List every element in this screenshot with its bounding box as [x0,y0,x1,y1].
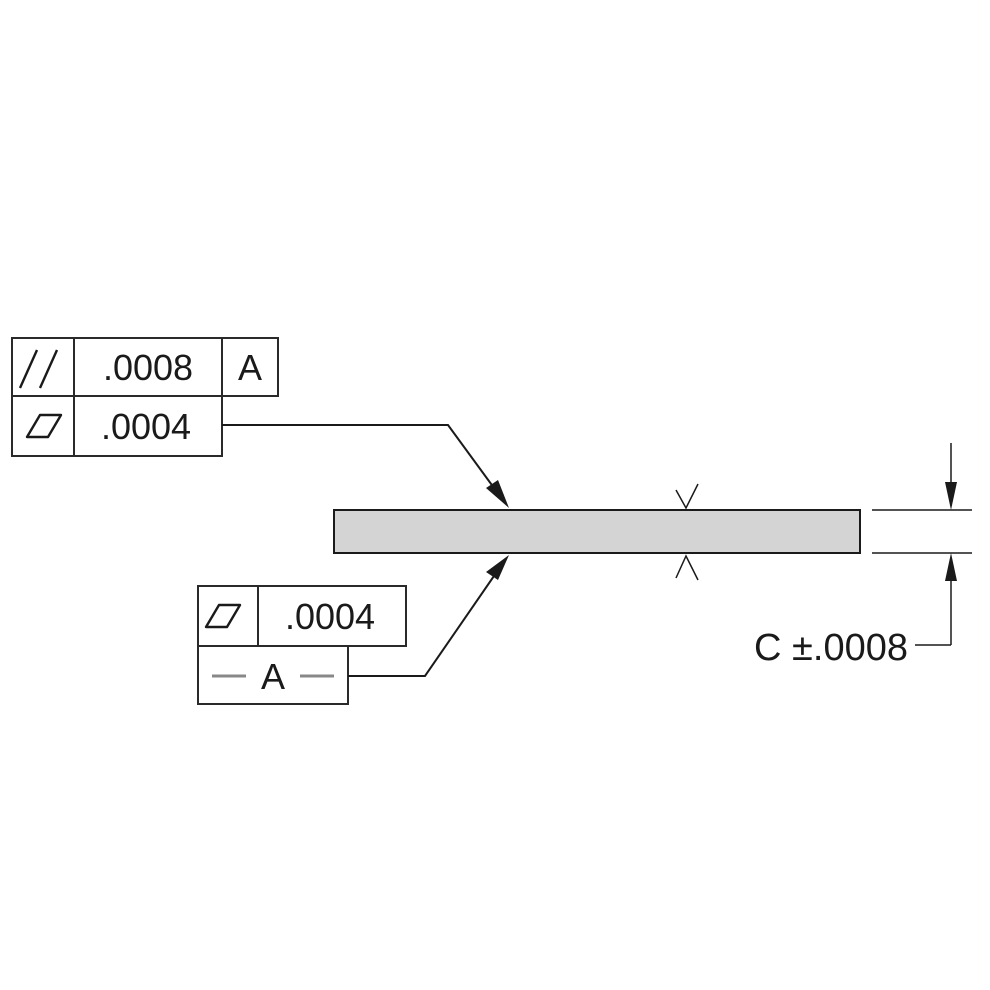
flatness-icon [204,603,242,629]
thickness-dimension: C ±.0008 [754,443,972,669]
dimension-arrow-up [945,553,957,581]
flatness-symbol-cell [11,395,75,457]
parallelism-tolerance-cell [73,337,223,397]
upper-leader-arrowhead [486,480,509,508]
thickness-check-marks [675,483,699,581]
thickness-dimension-text: C ±.0008 [754,627,908,669]
part-plate [333,509,861,554]
lower-flatness-tolerance: .0004 [285,596,375,637]
datum-reference-cell [221,337,279,397]
dimension-arrow-down [945,482,957,510]
lower-flatness-tolerance-cell [257,585,407,647]
lower-feature-control-frame: .0004 A [197,585,407,705]
datum-reference: A [238,347,262,388]
parallelism-symbol-cell [11,337,75,397]
upper-feature-control-frame: .0008 A .0004 [11,337,279,457]
upper-leader [222,424,509,508]
flatness-icon [25,413,63,439]
flatness-tolerance: .0004 [101,406,191,447]
lower-leader-arrowhead [486,555,509,580]
datum-feature-label: A [261,656,285,697]
parallelism-icon [18,349,59,389]
flatness-tolerance-cell [73,395,223,457]
parallelism-tolerance: .0008 [103,347,193,388]
lower-leader [348,555,509,677]
lower-flatness-symbol-cell [197,585,259,647]
